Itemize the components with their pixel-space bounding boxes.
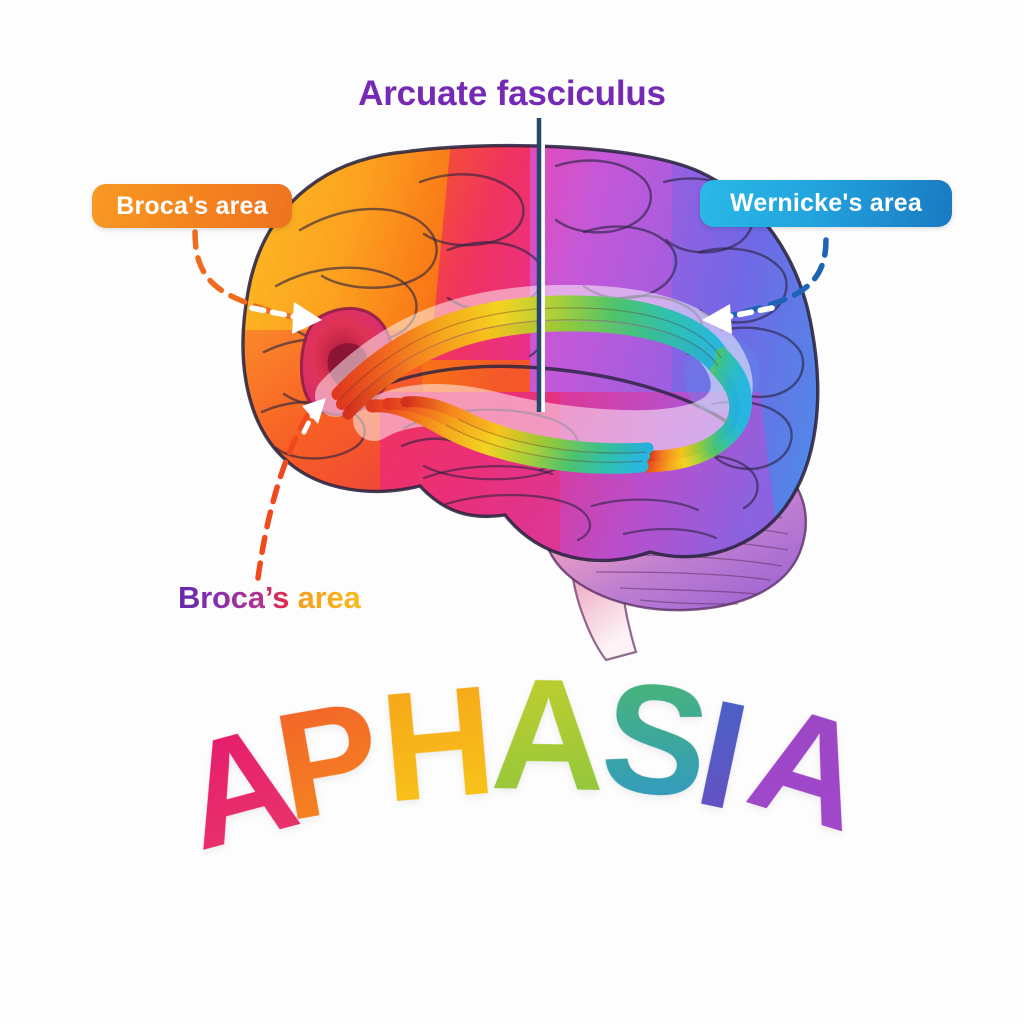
broca-pill-text: Broca's area: [116, 191, 268, 220]
broca-area-label-pill[interactable]: Broca's area: [92, 184, 292, 228]
broca-pill-connector: [192, 229, 322, 334]
arcuate-fasciculus-tract: [315, 284, 753, 474]
wordmark-letter: A: [732, 670, 886, 864]
arcuate-pointer-line: [536, 118, 545, 412]
broca-lower-apostrophe: ’s: [264, 580, 290, 615]
wordmark-letter: A: [489, 646, 607, 824]
broca-lower-area: area: [289, 580, 361, 615]
wernicke-pill-connector: [702, 237, 829, 334]
wordmark-letter: H: [374, 652, 502, 835]
wernicke-area-label-pill[interactable]: Wernicke's area: [700, 180, 952, 227]
wernicke-pill-text: Wernicke's area: [730, 189, 922, 217]
broca-area-lower-label: Broca’s area: [178, 580, 361, 616]
arcuate-fasciculus-heading: Arcuate fasciculus: [358, 74, 666, 113]
broca-lower-name: Broca: [178, 580, 265, 615]
broca-lower-connector: [255, 398, 326, 581]
